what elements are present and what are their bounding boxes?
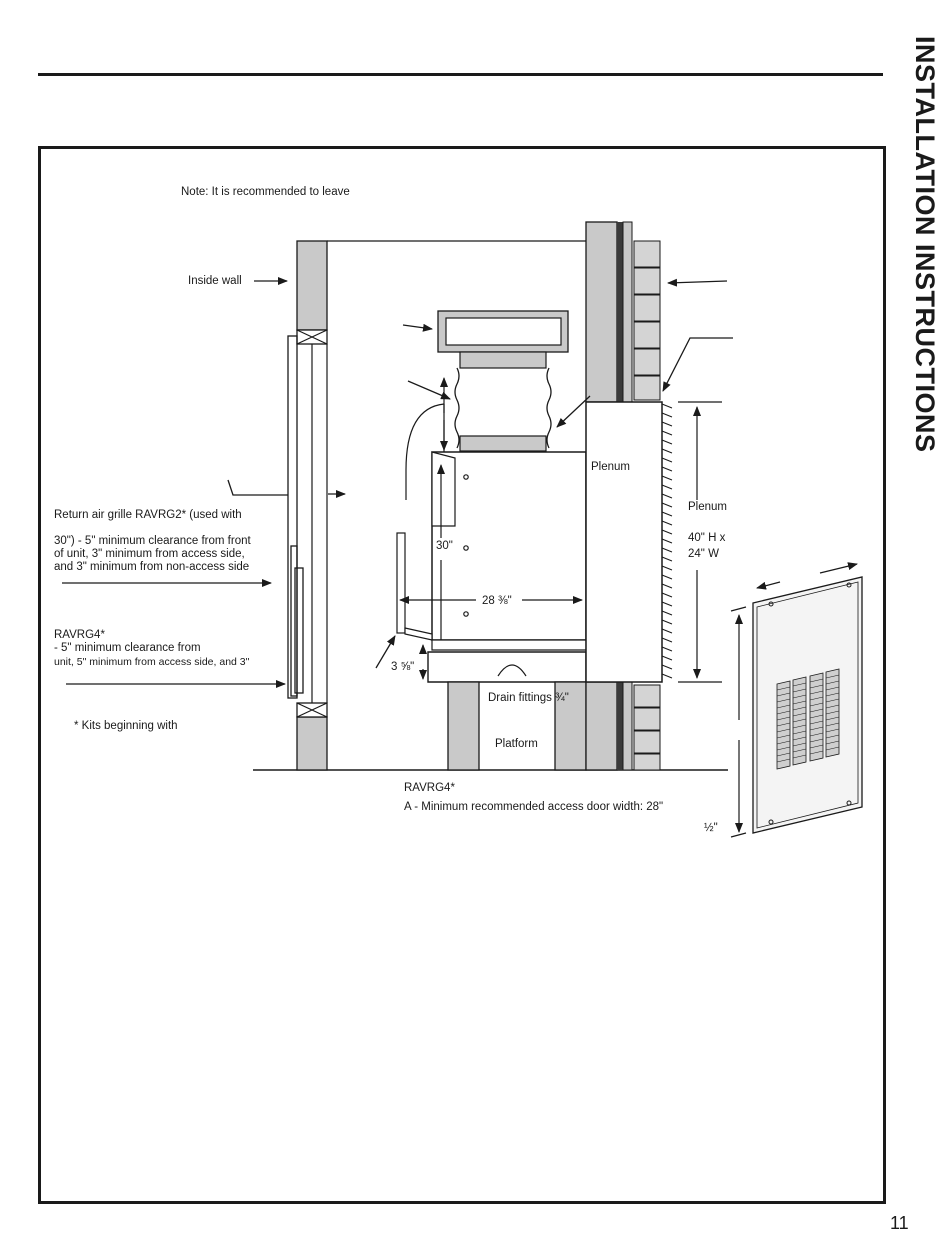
figure-frame: [38, 146, 886, 1204]
ravrg2-clearance-line2: of unit, 3" minimum from access side,: [54, 548, 245, 560]
dim-3: 3 ⅝": [391, 661, 415, 673]
ravrg4-clearance-line1: - 5" minimum clearance from: [54, 642, 201, 654]
plenum-size-h: 40" H x: [688, 532, 726, 544]
ravrg4-label: RAVRG4*: [54, 629, 105, 641]
drain-fittings-label: Drain fittings ¾": [488, 692, 569, 704]
return-grille-frame: [287, 335, 304, 699]
inside-wall: [296, 240, 328, 771]
header-rule: [38, 73, 883, 76]
dim-28: 28 ⅜": [482, 595, 512, 607]
supply-box: [437, 310, 569, 369]
note-label: Note: It is recommended to leave: [181, 186, 350, 198]
dimension-lines: [399, 377, 858, 838]
platform-leg: [554, 681, 587, 771]
ravrg4-bottom-label: RAVRG4*: [404, 782, 455, 794]
plenum-inner-label: Plenum: [591, 461, 630, 473]
ravrg4-clearance-line2: unit, 5" minimum from access side, and 3…: [54, 656, 250, 668]
plenum: [585, 401, 673, 683]
drain-pan: [427, 651, 587, 683]
dim-30: 30": [436, 540, 453, 552]
plenum-outer-label: Plenum: [688, 501, 727, 513]
duct-collar: [459, 435, 547, 452]
return-grille-label: Return air grille RAVRG2* (used with: [54, 509, 242, 521]
leader-arrows: [62, 277, 733, 688]
inside-wall-label: Inside wall: [188, 275, 242, 287]
flex-duct: [454, 367, 552, 449]
access-door-label: A - Minimum recommended access door widt…: [404, 801, 664, 813]
exterior-wall: [585, 221, 661, 771]
kits-note: * Kits beginning with: [74, 720, 178, 732]
half-inch-label: ½": [704, 822, 718, 834]
platform-leg: [447, 681, 480, 771]
platform-label: Platform: [495, 738, 538, 750]
ravrg2-clearance-line1: 30") - 5" minimum clearance from front: [54, 535, 251, 547]
air-handler-unit: [396, 403, 587, 651]
ravrg2-clearance-line3: and 3" minimum from non-access side: [54, 561, 250, 573]
grille-illustration: [752, 576, 863, 834]
plenum-size-w: 24" W: [688, 548, 719, 560]
page-number: 11: [890, 1213, 909, 1233]
